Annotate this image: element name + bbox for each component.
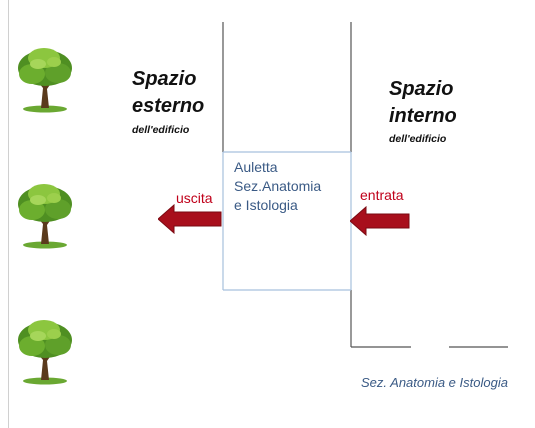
entrance-arrow-icon: [350, 206, 410, 236]
room-label-line2: Sez.Anatomia: [234, 178, 322, 194]
room-label-line1: Auletta: [234, 159, 278, 175]
exit-label: uscita: [176, 190, 213, 206]
inside-subtitle: dell'edificio: [389, 133, 447, 145]
inside-title-line1: Spazio: [389, 78, 454, 100]
inside-title-line2: interno: [389, 105, 457, 127]
left-margin-line: [8, 0, 9, 428]
entrance-label: entrata: [360, 187, 404, 203]
tree-icon: [14, 316, 76, 386]
outside-title-line2: esterno: [132, 95, 205, 117]
room-label: Auletta Sez.Anatomia e Istologia: [234, 158, 321, 215]
section-caption: Sez. Anatomia e Istologia: [361, 375, 508, 390]
room-label-line3: e Istologia: [234, 197, 298, 213]
tree-icon: [14, 180, 76, 250]
exit-arrow-icon: [158, 204, 222, 234]
tree-icon: [14, 44, 76, 114]
outside-title-line1: Spazio: [132, 68, 197, 90]
outside-subtitle: dell'edificio: [132, 124, 190, 136]
